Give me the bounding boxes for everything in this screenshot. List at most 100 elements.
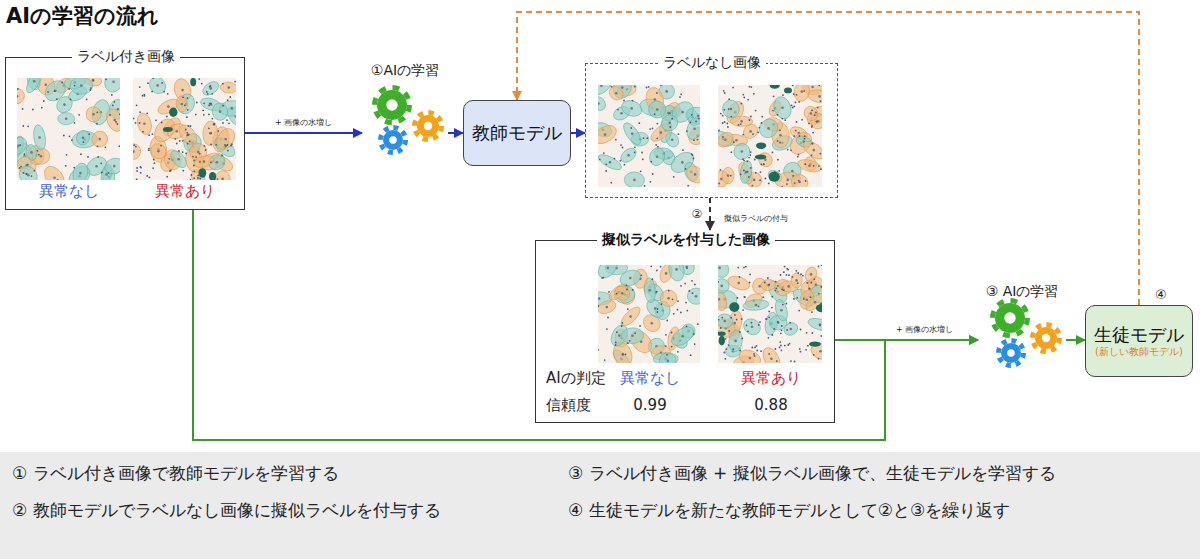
dot [175,138,177,140]
dot [660,266,662,268]
dot [626,289,628,291]
dot [88,133,90,135]
dot [800,329,802,331]
dot [798,154,800,156]
dot [743,97,745,99]
dot [742,309,744,311]
dot [198,78,200,80]
nucleus [681,335,684,338]
nucleus [814,301,817,304]
dot [768,311,770,313]
dot [47,91,49,93]
dot [693,158,695,160]
gear-body [1035,327,1057,349]
dot [780,274,782,276]
dot [792,85,794,86]
nucleus [806,298,809,301]
nucleus [819,350,822,353]
dot [31,175,33,177]
dot [763,163,765,165]
dot [799,135,801,137]
dot [749,119,751,121]
gear-hole [1007,349,1015,357]
dot [750,167,752,169]
connector [571,132,585,134]
dot [672,298,674,300]
dot [161,122,163,124]
cell [220,82,236,94]
dot [747,331,749,333]
dot [695,120,697,122]
dot [152,78,154,79]
dot [185,153,187,155]
dot [821,265,823,266]
dot [97,156,99,158]
nucleus [631,334,634,337]
dot [622,147,624,149]
dot [215,144,217,146]
dot [652,173,654,175]
dot [740,173,742,175]
connector [193,210,978,440]
dot [182,140,184,142]
dot [759,321,761,323]
dot [222,122,224,124]
edge-label: + 画像の水増し [273,118,334,128]
dot [227,144,229,146]
dot [779,347,781,349]
cell [718,265,732,281]
dot [771,296,773,298]
dot [686,310,688,312]
dot [761,122,763,124]
dot [665,345,667,347]
dot [656,92,658,94]
dot [726,348,728,350]
nucleus [787,285,790,288]
dot [805,180,807,182]
nucleus [629,277,632,280]
dot [783,271,785,273]
process-box: 生徒モデル(新しい教師モデル) [1085,305,1193,377]
dot [777,114,779,116]
dot [786,183,788,185]
cell [658,352,677,363]
node-text: AIの判定 [546,369,606,387]
dot [136,104,138,106]
node-text: 信頼度 [546,396,591,414]
dark-cell [169,108,177,117]
dot [56,98,58,100]
dark-cell [769,172,780,182]
nucleus [665,272,668,275]
dot [811,126,813,128]
group-box: ラベル付き画像異常なし異常あり [5,57,245,210]
dot [210,85,212,87]
dot [212,118,214,120]
dot [718,281,719,283]
dot [673,313,675,315]
dot [26,173,28,175]
dot [140,166,142,168]
nucleus [654,98,657,101]
dot [142,95,144,97]
cell [621,327,644,344]
cell [796,157,822,174]
dot [815,112,817,114]
dot [209,86,211,88]
nucleus [681,111,684,114]
dot [818,165,820,167]
cell [70,78,93,94]
gear-teeth [993,301,1028,336]
dot [227,99,229,101]
dot [649,128,651,130]
dot [208,105,210,107]
dot [641,152,643,154]
nucleus [767,127,770,130]
dot [185,129,187,131]
dot [38,154,40,156]
nucleus [767,284,770,287]
dot [133,118,134,120]
nucleus [810,273,813,276]
dot [785,303,787,305]
dot [775,290,777,292]
cell [25,144,39,162]
